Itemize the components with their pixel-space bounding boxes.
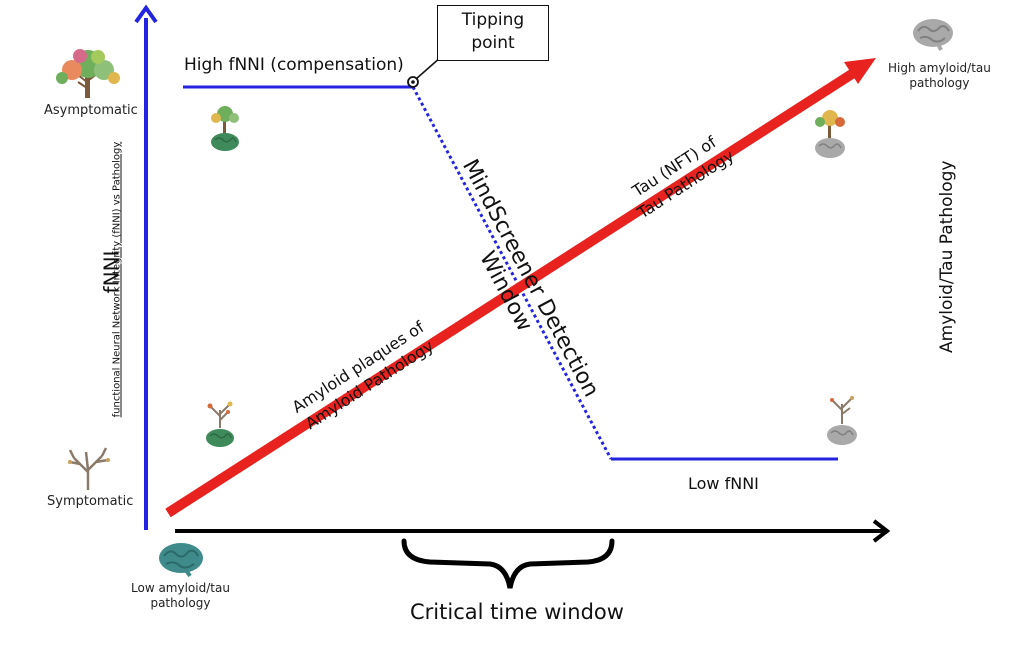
tipping-point-label-line2: point	[471, 33, 515, 53]
high-pathology-line2: pathology	[909, 76, 970, 90]
pathology-line	[165, 67, 858, 518]
gray-tree-brain-icon	[815, 110, 845, 158]
high-pathology-label: High amyloid/tau pathology	[888, 61, 991, 91]
symptomatic-label: Symptomatic	[47, 494, 134, 509]
bare-tree-icon	[68, 447, 110, 490]
asymptomatic-label: Asymptomatic	[44, 103, 138, 118]
gray-bare-tree-brain-icon	[827, 396, 857, 445]
tipping-point-pointer	[415, 56, 442, 80]
high-pathology-line1: High amyloid/tau	[888, 61, 991, 75]
gray-brain-icon	[913, 19, 953, 51]
low-fnni-label: Low fNNI	[688, 474, 759, 493]
tree-brain-icon	[211, 106, 239, 151]
sparse-tree-brain-icon	[206, 401, 234, 447]
y-axis-right-title: Amyloid/Tau Pathology	[937, 160, 957, 353]
x-axis-arrowhead	[872, 519, 891, 543]
tipping-point-label-line1: Tipping	[461, 10, 525, 30]
fnni-decline-line	[411, 86, 613, 460]
critical-window-label: Critical time window	[410, 600, 624, 624]
critical-window-brace	[401, 538, 615, 589]
low-pathology-label: Low amyloid/tau pathology	[131, 581, 230, 611]
high-fnni-label: High fNNI (compensation)	[184, 55, 404, 75]
healthy-brain-icon	[159, 543, 203, 578]
low-pathology-line1: Low amyloid/tau	[131, 581, 230, 595]
y-axis-left-subtitle: functional Neural Network Integrity (fNN…	[111, 141, 123, 418]
low-pathology-line2: pathology	[150, 596, 211, 610]
tipping-point-box: Tipping point	[437, 5, 549, 61]
pathology-arrowhead	[844, 58, 876, 84]
healthy-tree-icon	[56, 49, 120, 98]
y-axis-arrowhead	[134, 4, 158, 24]
